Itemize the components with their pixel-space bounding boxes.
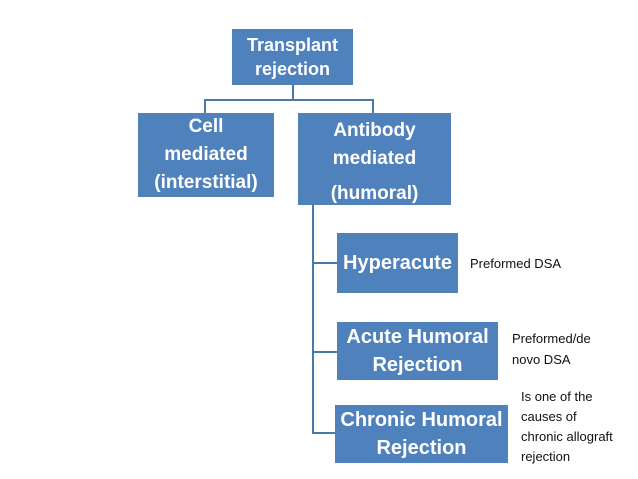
node-antibody-humoral-label: (humoral) [330, 183, 419, 204]
connector-hyperacute-stub [312, 262, 337, 264]
node-transplant-rejection: Transplant rejection [232, 29, 353, 85]
annotation-hyperacute: Preformed DSA [470, 256, 562, 271]
annotation-acute: Preformed/de novo DSA [512, 331, 591, 367]
annotation-chronic: Is one of the causes of chronic allograf… [521, 389, 613, 464]
connector-acute-stub [312, 351, 337, 353]
node-acute-humoral-rejection: Acute Humoral Rejection [337, 322, 498, 380]
node-hyperacute: Hyperacute [337, 233, 458, 293]
connector-antibody-vertical [312, 205, 314, 434]
node-antibody-mediated-label: Antibody mediated [332, 120, 417, 169]
node-antibody-mediated: Antibody mediated (humoral) [298, 113, 451, 205]
node-chronic-humoral-rejection: Chronic Humoral Rejection [335, 405, 508, 463]
connector-root-drop [292, 85, 294, 101]
connector-antibody-stub [372, 99, 374, 113]
node-cell-mediated: Cell mediated (interstitial) [138, 113, 274, 197]
connector-chronic-stub [312, 432, 336, 434]
connector-top-horizontal [204, 99, 374, 101]
connector-cell-stub [204, 99, 206, 113]
